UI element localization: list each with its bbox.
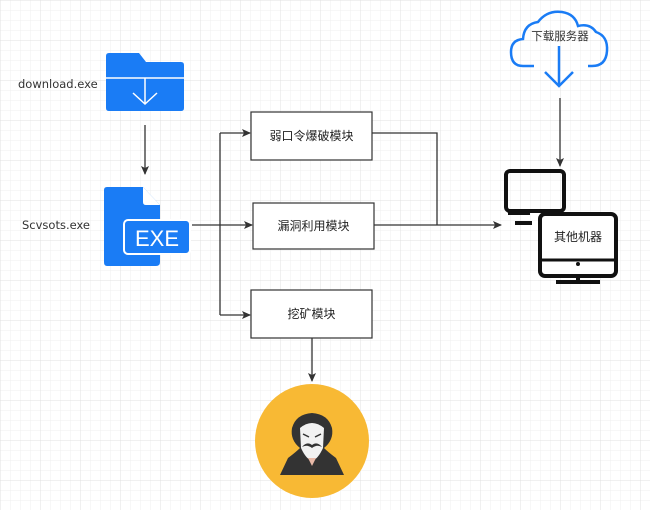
server-label: 下载服务器: [531, 29, 589, 43]
exe-label: Scvsots.exe: [22, 218, 90, 232]
weak-password-label: 弱口令爆破模块: [269, 128, 353, 143]
machines-label: 其他机器: [554, 230, 602, 244]
computer-icon: 其他机器: [504, 169, 618, 284]
weak-password-module[interactable]: 弱口令爆破模块: [250, 111, 373, 161]
exe-file-icon: EXE: [104, 187, 191, 266]
mining-label: 挖矿模块: [287, 306, 335, 321]
cloud-download-icon: 下载服务器: [509, 10, 609, 88]
mining-module[interactable]: 挖矿模块: [250, 289, 373, 339]
exploit-label: 漏洞利用模块: [277, 219, 349, 233]
exe-badge: EXE: [135, 226, 179, 251]
connectors: [141, 98, 564, 382]
line-weak-password-out: [372, 132, 438, 225]
hacker-icon: [255, 384, 369, 498]
folder-download-icon: [106, 53, 184, 111]
download-label: download.exe: [18, 77, 98, 91]
exploit-module[interactable]: 漏洞利用模块: [252, 202, 375, 250]
